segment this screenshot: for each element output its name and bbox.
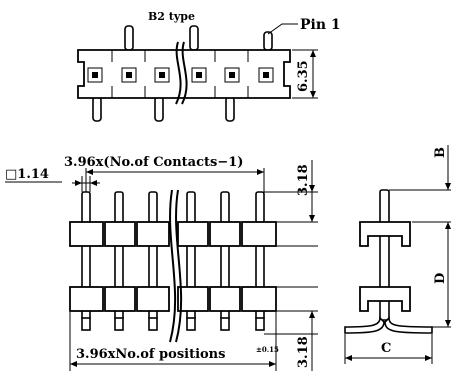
- front-view-extension-lines: [264, 191, 318, 335]
- bottom-pin-dim-label: 3.18: [296, 336, 311, 368]
- type-label: B2 type: [148, 10, 195, 23]
- top-view-break-lines: [175, 41, 188, 105]
- total-dim-label: 3.96xNo.of positions: [76, 347, 225, 362]
- top-view-contacts: [87, 67, 274, 83]
- dim-c: C: [344, 334, 433, 364]
- top-view-pins-lower: [92, 96, 235, 122]
- dim-c-label: C: [381, 341, 391, 356]
- front-view-pin-tips: [81, 317, 265, 331]
- dim-b-label: B: [433, 147, 448, 158]
- total-dim-tolerance: ±0.15: [256, 345, 279, 354]
- bottom-pin-dimension: 3.18: [296, 311, 315, 371]
- top-view-pins-upper: [124, 25, 273, 51]
- pin-size-dimension: [5, 176, 100, 192]
- front-view: 3.96x(No.of Contacts−1) □1.14: [5, 155, 318, 371]
- height-dim-label: 6.35: [296, 60, 311, 92]
- top-view: Pin 1 B2 type 6.35: [77, 10, 341, 122]
- height-dimension: 6.35: [292, 49, 318, 99]
- dim-d-label: D: [433, 273, 448, 284]
- front-view-break-lines: [169, 189, 183, 343]
- top-view-housing: [77, 49, 291, 99]
- dim-d: D: [412, 221, 451, 328]
- top-pin-dim-label: 3.18: [296, 164, 311, 196]
- top-view-grooves: [111, 50, 249, 98]
- side-view: B D C: [344, 145, 451, 364]
- total-width-dimension: [69, 312, 277, 371]
- pitch-dimension-line: [85, 168, 265, 192]
- side-view-lower-housing: [359, 286, 411, 312]
- dim-b: B: [389, 145, 451, 191]
- top-pin-dimension: 3.18: [296, 160, 315, 222]
- pitch-dim-label: 3.96x(No.of Contacts−1): [64, 155, 243, 170]
- pin1-leader: [267, 23, 298, 35]
- front-view-lower-housing: [69, 286, 277, 312]
- pin-size-label: □1.14: [5, 167, 49, 182]
- pin1-label: Pin 1: [300, 17, 341, 33]
- side-view-bent-leads: [344, 316, 433, 334]
- side-view-upper-housing: [359, 221, 411, 247]
- front-view-upper-housing: [69, 221, 277, 247]
